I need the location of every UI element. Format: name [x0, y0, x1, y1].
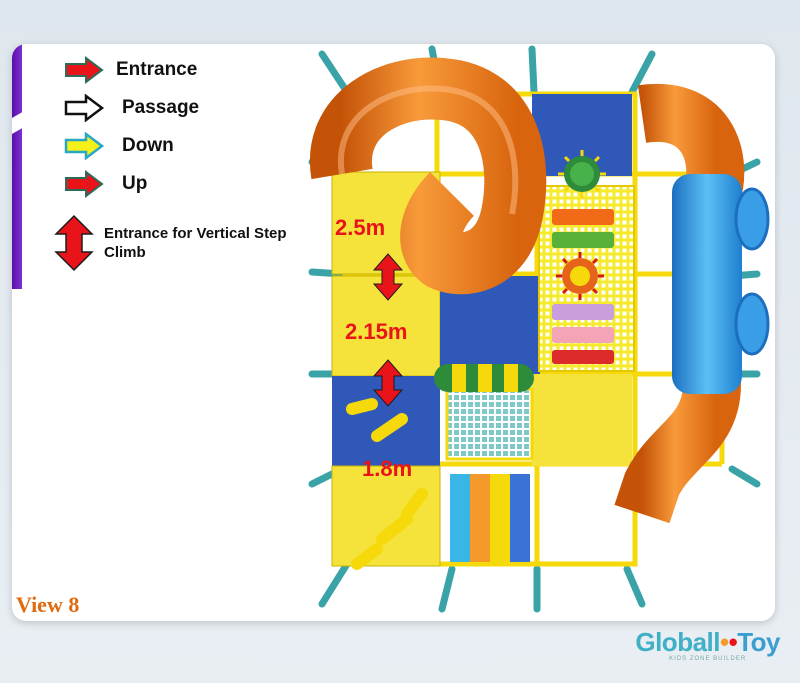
legend-entrance: Entrance: [62, 56, 197, 84]
up-arrow-icon: [65, 170, 104, 198]
legend-passage-label: Passage: [122, 97, 200, 118]
brand-logo: Globall••Toy KIDS ZONE BUILDER: [635, 627, 780, 662]
dimension-label-2: 2.15m: [345, 319, 407, 344]
passage-arrow-icon: [64, 94, 105, 122]
dimension-label-3: 1.8m: [362, 456, 412, 481]
spiky-ball-red: [556, 252, 604, 300]
wave-slide: [450, 474, 530, 562]
legend-up-label: Up: [122, 173, 148, 194]
diagram-card: Entrance Passage Down Up Entrance for Ve…: [12, 44, 775, 621]
climbing-pads: [552, 209, 614, 364]
accent-bar: [12, 44, 22, 289]
blue-tube: [672, 174, 742, 394]
net-panel: [445, 387, 534, 461]
climbing-cylinders: [346, 398, 428, 570]
down-arrow-icon: [64, 132, 105, 160]
platform-yellow-right: [532, 374, 632, 466]
legend-vertical-step-label: Entrance for Vertical Step Climb: [104, 225, 287, 261]
playground-diagram: 2.5m 2.15m 1.8m: [308, 45, 770, 613]
dimension-label-1: 2.5m: [335, 215, 385, 240]
tube-slide: [614, 83, 770, 524]
legend-vertical-step: Entrance for Vertical Step Climb: [52, 214, 324, 272]
brand-logo-text: Globall••Toy: [635, 627, 780, 657]
legend-up: Up: [62, 170, 147, 198]
brand-tagline: KIDS ZONE BUILDER: [669, 656, 747, 662]
platform-level3: [331, 465, 441, 567]
brand-logo-a: Globall: [635, 627, 720, 657]
brand-logo-b: Toy: [737, 627, 780, 657]
roller-obstacle: [434, 364, 534, 392]
double-arrow-icon: [54, 214, 94, 272]
spiky-ball-green: [558, 150, 606, 198]
legend-down: Down: [62, 132, 174, 160]
dimension-arrow-2: [372, 359, 404, 407]
legend-entrance-label: Entrance: [116, 59, 198, 80]
entrance-arrow-icon: [65, 56, 104, 84]
spiral-slide: [309, 57, 547, 295]
view-label: View 8: [16, 592, 80, 617]
dimension-arrow-1: [372, 253, 404, 301]
legend-down-label: Down: [122, 135, 174, 156]
legend-passage: Passage: [62, 94, 199, 122]
